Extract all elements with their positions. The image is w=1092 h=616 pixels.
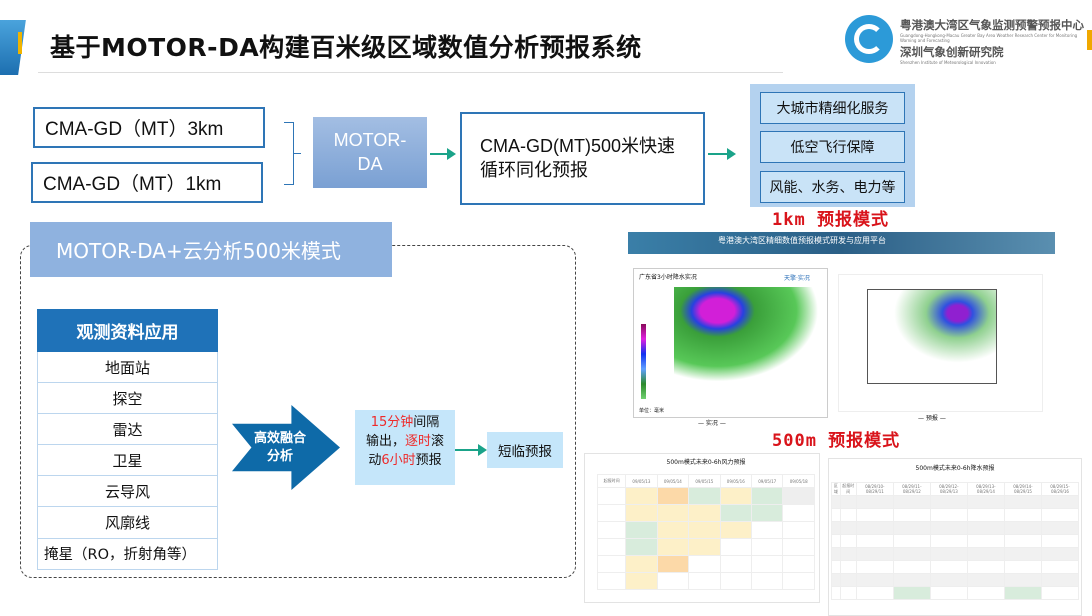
platform-header: 粤港澳大湾区精细数值预报模式研发与应用平台 xyxy=(628,232,1055,254)
motor-line1: MOTOR- xyxy=(333,130,407,151)
output-text: 预报 xyxy=(415,452,442,468)
forecast-field xyxy=(867,289,997,384)
col-header: 08/29/10-08/29/11 xyxy=(855,482,894,496)
bracket xyxy=(284,122,301,185)
fusion-line1: 高效融合 xyxy=(253,430,306,446)
obs-item: 卫星 xyxy=(37,445,218,477)
output-text: 输出， xyxy=(365,433,405,449)
output-horizon: 6小时 xyxy=(381,452,416,468)
rain-table-title: 500m模式未来0-6h降水预报 xyxy=(915,465,995,472)
output-hourly: 逐时 xyxy=(404,433,431,449)
map1-title: 广东省3小时降水实况 xyxy=(639,274,697,281)
obs-item: 地面站 xyxy=(37,352,218,384)
map1-brand: 天擎·实况 xyxy=(784,275,810,282)
obs-item: 掩星（RO，折射角等） xyxy=(37,538,218,570)
fusion-line2: 分析 xyxy=(266,448,293,464)
color-legend xyxy=(641,324,646,399)
col-header: 08/29/12-08/29/13 xyxy=(929,482,968,496)
col-header: 08/29/14-08/29/15 xyxy=(1003,482,1042,496)
output-interval: 15分钟 xyxy=(370,415,414,430)
col-header: 08/29/13-08/29/14 xyxy=(966,482,1005,496)
arrow-icon xyxy=(430,148,456,160)
col-header: 08/29/11-08/29/12 xyxy=(892,482,931,496)
map1-caption: — 实况 — xyxy=(698,420,726,427)
label-1km: 1km 预报模式 xyxy=(772,210,889,230)
output-text: 动 xyxy=(368,452,382,468)
col-header: 起报时间 xyxy=(596,474,627,488)
forecast-map xyxy=(838,274,1043,412)
col-header: 09/05/17 xyxy=(750,474,784,488)
output-text: 滚 xyxy=(431,433,445,449)
service-energy: 风能、水务、电力等 xyxy=(760,171,905,203)
obs-map: 广东省3小时降水实况 天擎·实况 单位：毫米 xyxy=(633,268,828,418)
org-name-2: 深圳气象创新研究院 xyxy=(900,45,1004,59)
fast-line1: CMA-GD(MT)500米快速 xyxy=(480,136,676,156)
obs-item: 云导风 xyxy=(37,476,218,508)
obs-item: 雷达 xyxy=(37,414,218,446)
wind-table-title: 500m模式未来0-6h风力预报 xyxy=(666,459,746,466)
map2-caption: — 预报 — xyxy=(918,415,946,422)
service-aviation: 低空飞行保障 xyxy=(760,131,905,163)
corner-accent xyxy=(1087,30,1092,50)
output-text: 间隔 xyxy=(413,415,440,430)
label-500m: 500m 预报模式 xyxy=(772,431,901,451)
motor-da-box: MOTOR-DA xyxy=(313,117,427,188)
arrow-icon xyxy=(708,148,736,160)
fast-cycle-box: CMA-GD(MT)500米快速循环同化预报 xyxy=(460,112,705,205)
col-header: 09/05/16 xyxy=(719,474,753,488)
org-name-2-en: Shenzhen Institute of Meteorological Inn… xyxy=(900,60,996,65)
obs-item: 风廓线 xyxy=(37,507,218,539)
arrow-icon xyxy=(455,444,487,456)
org-name-1: 粤港澳大湾区气象监测预警预报中心 xyxy=(900,18,1084,32)
nowcast-box: 短临预报 xyxy=(487,432,563,468)
platform-screenshot: 粤港澳大湾区精细数值预报模式研发与应用平台 广东省3小时降水实况 天擎·实况 单… xyxy=(628,232,1055,430)
output-box: 15分钟间隔 输出，逐时滚 动6小时预报 xyxy=(355,410,455,485)
map1-unit: 单位：毫米 xyxy=(639,408,665,414)
obs-header: 观测资料应用 xyxy=(37,309,218,352)
input-3km: CMA-GD（MT）3km xyxy=(33,107,265,148)
input-1km: CMA-GD（MT）1km xyxy=(31,162,263,203)
col-header: 08/29/15-08/29/16 xyxy=(1040,482,1080,496)
title-divider xyxy=(38,72,783,73)
col-header: 09/05/15 xyxy=(688,474,721,488)
fast-line2: 循环同化预报 xyxy=(480,160,588,181)
col-header: 起报时间 xyxy=(839,482,857,496)
services-panel: 大城市精细化服务 低空飞行保障 风能、水务、电力等 xyxy=(750,84,915,207)
motor-line2: DA xyxy=(357,153,383,174)
obs-list: 地面站 探空 雷达 卫星 云导风 风廓线 掩星（RO，折射角等） xyxy=(37,352,218,570)
service-city: 大城市精细化服务 xyxy=(760,92,905,124)
col-header: 区域 xyxy=(831,482,841,496)
title-decoration-stripe xyxy=(18,32,22,54)
da-mode-banner: MOTOR-DA+云分析500米模式 xyxy=(30,222,392,277)
rain-field xyxy=(674,287,819,382)
page-title: 基于MOTOR-DA构建百米级区域数值分析预报系统 xyxy=(50,33,642,62)
col-header: 09/05/14 xyxy=(656,474,690,488)
col-header: 09/05/18 xyxy=(782,474,815,488)
org-name-1-en: Guangdong-Hongkong-Macau Greater Bay Are… xyxy=(900,33,1078,43)
col-header: 09/05/13 xyxy=(625,474,658,488)
obs-item: 探空 xyxy=(37,383,218,415)
org-logo xyxy=(845,15,893,63)
